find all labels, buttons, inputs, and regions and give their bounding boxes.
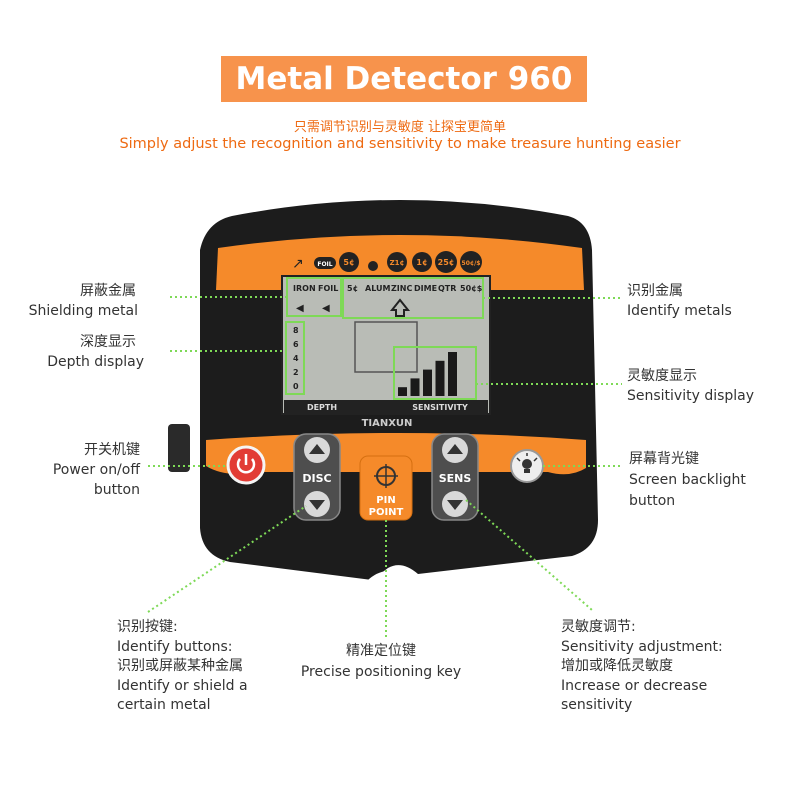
lcd-label-qtr: QTR — [438, 284, 456, 293]
svg-text:25¢: 25¢ — [438, 258, 455, 267]
backlight-label-en-2: button — [629, 493, 676, 509]
sensitivity-bar — [448, 352, 457, 396]
sens-adjust-desc-en-2: sensitivity — [561, 697, 633, 713]
point-label: POINT — [369, 507, 404, 518]
sens-adjust-desc-cn: 增加或降低灵敏度 — [561, 658, 673, 674]
svg-text:5¢: 5¢ — [343, 258, 354, 267]
backlight-label-en-1: Screen backlight — [629, 472, 746, 488]
sens-adjust-en: Sensitivity adjustment: — [561, 639, 723, 655]
identify-buttons-cn: 识别按键: — [117, 619, 178, 635]
magnet-icon: ↗ — [292, 256, 304, 272]
identify-metals-cn: 识别金属 — [627, 283, 683, 299]
sensitivity-highlight — [393, 346, 477, 400]
lcd-screen — [281, 275, 491, 415]
pinpoint-button[interactable]: PIN POINT — [359, 455, 413, 521]
sensitivity-label: SENSITIVITY — [412, 403, 468, 412]
lcd-label-iron: IRON — [293, 284, 316, 293]
pull-tab-icon — [368, 261, 378, 271]
lcd-label-foil: FOIL — [318, 284, 338, 293]
coin-z1-icon — [387, 252, 407, 272]
sensitivity-display-en: Sensitivity display — [627, 388, 755, 404]
sensitivity-bar — [435, 360, 445, 396]
disc-label: DISC — [302, 472, 331, 485]
svg-text:0: 0 — [293, 382, 299, 391]
sensitivity-bar — [423, 369, 432, 396]
sens-adjust-cn: 灵敏度调节: — [561, 619, 636, 635]
pin-label: PIN — [376, 495, 395, 506]
shield-label-cn: 屏蔽金属 — [80, 283, 136, 299]
depth-scale: 8 6 4 2 0 — [293, 326, 299, 391]
foil-icon — [314, 257, 336, 269]
svg-text:8: 8 — [293, 326, 299, 335]
lcd-label-dime: DIME — [414, 284, 437, 293]
depth-label: DEPTH — [307, 403, 337, 412]
power-label-en-1: Power on/off — [52, 462, 140, 478]
brand-logo: TIANXUN — [362, 418, 413, 429]
mute-icon: ◀ — [296, 303, 304, 314]
lcd-label-50c: 50¢$ — [460, 284, 483, 293]
svg-text:50¢/$: 50¢/$ — [462, 260, 481, 267]
power-label-cn: 开关机键 — [84, 442, 140, 458]
sens-button[interactable]: SENS — [431, 433, 479, 521]
metal-icon-row: ↗ FOIL 5¢ Z1¢ 1¢ 25¢ 50¢/$ — [292, 251, 482, 273]
pinpoint-label-en: Precise positioning key — [300, 664, 462, 680]
svg-text:1¢: 1¢ — [416, 258, 427, 267]
title-banner: Metal Detector 960 — [221, 56, 587, 102]
sensitivity-bar — [410, 378, 420, 396]
down-arrow-icon — [447, 500, 463, 510]
sens-label: SENS — [439, 472, 472, 485]
identify-buttons-desc-en-1: Identify or shield a — [117, 678, 248, 694]
guide-lines — [147, 296, 622, 638]
mute-icon: ◀ — [322, 303, 330, 314]
target-arrow-icon — [389, 298, 411, 317]
handle-notch — [362, 571, 416, 586]
svg-text:Z1¢: Z1¢ — [390, 259, 405, 267]
lcd-label-5c: 5¢ — [347, 284, 358, 293]
coin-25-icon — [435, 251, 457, 273]
sensitivity-bars — [398, 352, 457, 396]
depth-highlight — [285, 321, 305, 395]
coin-5-icon — [339, 252, 359, 272]
depth-label-en: Depth display — [47, 354, 144, 370]
coin-1-icon — [412, 252, 432, 272]
backlight-label-cn: 屏幕背光键 — [629, 451, 699, 467]
sensitivity-display-cn: 灵敏度显示 — [627, 368, 697, 384]
svg-text:2: 2 — [293, 368, 299, 377]
pinpoint-label-cn: 精准定位键 — [346, 643, 416, 659]
identify-buttons-desc-cn: 识别或屏蔽某种金属 — [117, 658, 243, 674]
depth-label-cn: 深度显示 — [80, 334, 136, 350]
lcd-label-alum: ALUM — [365, 284, 391, 293]
identify-metals-en: Identify metals — [627, 303, 732, 319]
coin-50-icon — [460, 251, 482, 273]
identify-buttons-desc-en-2: certain metal — [117, 697, 211, 713]
subtitle-english: Simply adjust the recognition and sensit… — [119, 136, 681, 152]
svg-text:FOIL: FOIL — [317, 261, 332, 268]
svg-text:4: 4 — [293, 354, 299, 363]
disc-button[interactable]: DISC — [293, 433, 341, 521]
lcd-bottom-bar — [284, 400, 488, 413]
lightbulb-icon — [516, 453, 538, 473]
up-arrow-icon — [447, 444, 463, 454]
up-arrow-icon — [309, 444, 325, 454]
sensitivity-bar — [398, 387, 407, 396]
shield-label-en: Shielding metal — [28, 303, 138, 319]
power-label-en-2: button — [93, 482, 140, 498]
down-arrow-icon — [309, 500, 325, 510]
identify-buttons-en: Identify buttons: — [117, 639, 233, 655]
svg-text:6: 6 — [293, 340, 299, 349]
power-icon — [236, 454, 256, 474]
lcd-label-zinc: ZINC — [391, 284, 412, 293]
subtitle-chinese: 只需调节识别与灵敏度 让探宝更简单 — [293, 120, 507, 135]
side-knob — [168, 424, 190, 472]
sens-adjust-desc-en-1: Increase or decrease — [561, 678, 708, 694]
